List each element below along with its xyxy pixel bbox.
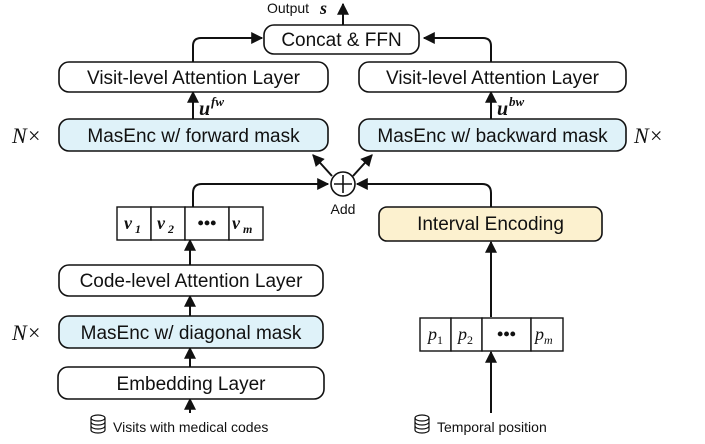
output-symbol: s [319,0,327,18]
position-m-base: p [533,324,544,344]
u-bw-sup: bw [509,94,525,109]
visit-vectors: v 1 v 2 ••• v m [116,206,264,241]
position-2-sub: 2 [467,333,473,347]
interval-encoding-label: Interval Encoding [417,214,564,235]
visit-vector-2-base: v [157,213,166,233]
right-to-concat-arrow [422,32,492,62]
masenc-diagonal-label: MasEnc w/ diagonal mask [81,323,302,344]
code-attention-block: Code-level Attention Layer [58,264,324,297]
u-bw-base: u [497,98,508,120]
masenc-forward-repeat: N× [11,123,42,148]
visit-vector-2-sub: 2 [167,222,174,236]
concat-ffn-label: Concat & FFN [281,30,401,51]
temporal-input-label: Temporal position [437,419,547,435]
add-node: Add [330,171,356,217]
position-ellipsis: ••• [497,324,516,344]
masenc-diagonal-repeat: N× [11,320,42,345]
embedding-block: Embedding Layer [57,366,325,400]
vectors-to-add-arrow [192,178,330,207]
u-fw-base: u [199,98,210,120]
visit-vector-1-base: v [124,213,133,233]
position-m-sub: m [544,333,553,347]
masenc-backward-label: MasEnc w/ backward mask [377,126,608,147]
add-label: Add [331,201,356,217]
position-1-sub: 1 [437,333,443,347]
temporal-input: Temporal position [414,414,547,435]
visit-attention-right-block: Visit-level Attention Layer [358,61,627,93]
add-to-forward-arrow [312,154,333,177]
visit-vector-1-sub: 1 [135,222,141,236]
database-icon [90,414,106,434]
visit-attention-left-block: Visit-level Attention Layer [58,61,329,93]
interval-encoding-block: Interval Encoding [378,206,603,242]
output-label: Output s [267,0,327,18]
masenc-forward-block: N× MasEnc w/ forward mask [11,118,329,152]
visit-attention-left-label: Visit-level Attention Layer [87,68,301,89]
connectors [184,2,497,413]
visit-attention-right-label: Visit-level Attention Layer [386,68,600,89]
concat-ffn-block: Concat & FFN [263,24,420,55]
masenc-backward-repeat: N× [633,123,664,148]
embedding-label: Embedding Layer [117,374,267,395]
u-bw-label: u bw [497,94,525,120]
visit-vector-ellipsis: ••• [198,213,217,233]
masenc-diagonal-block: N× MasEnc w/ diagonal mask [11,315,324,349]
masenc-forward-label: MasEnc w/ forward mask [87,126,300,147]
masenc-backward-block: MasEnc w/ backward mask N× [358,118,664,152]
u-fw-sup: fw [211,94,224,109]
output-text: Output [267,0,309,16]
visits-input: Visits with medical codes [90,414,268,435]
database-icon [414,414,430,434]
visit-vector-m-base: v [232,213,241,233]
code-attention-label: Code-level Attention Layer [80,271,304,292]
temporal-positions: p 1 p 2 ••• p m [419,317,564,352]
left-to-concat-arrow [192,32,264,62]
position-2-base: p [456,324,467,344]
add-to-backward-arrow [352,154,373,177]
visits-input-label: Visits with medical codes [113,419,268,435]
visit-vector-m-sub: m [243,222,252,236]
u-fw-label: u fw [199,94,224,120]
interval-to-add-arrow [355,178,492,207]
position-1-base: p [426,324,437,344]
